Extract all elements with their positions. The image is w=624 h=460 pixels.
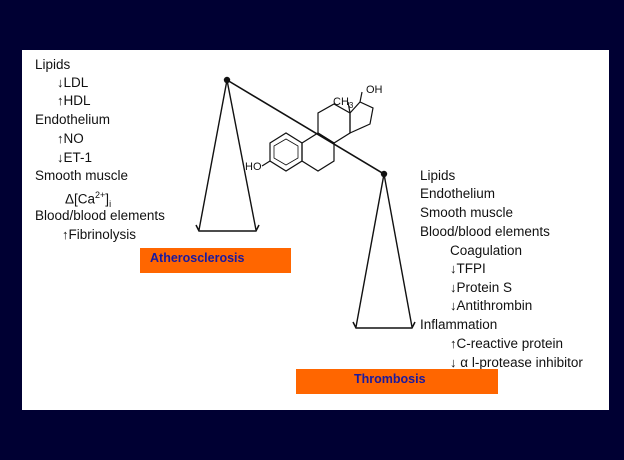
left-pan-tray — [195, 224, 260, 232]
right-protein-s: ↓Protein S — [450, 280, 513, 295]
up-arrow-icon: ↑ — [62, 227, 69, 242]
down-arrow-icon: ↓ — [57, 150, 64, 165]
down-arrow-icon: ↓ — [450, 298, 457, 313]
methyl-label: CH3 — [333, 96, 354, 111]
right-tfpi: ↓TFPI — [450, 261, 486, 276]
balance-beam — [226, 79, 385, 175]
right-pan-tray — [352, 321, 416, 329]
up-arrow-icon: ↑ — [450, 336, 457, 351]
right-lipids: Lipids — [420, 168, 456, 183]
atherosclerosis-label[interactable]: Atherosclerosis — [140, 248, 291, 273]
down-arrow-icon: ↓ — [450, 355, 457, 370]
ho-label: HO — [245, 161, 262, 173]
up-arrow-icon: ↑ — [57, 131, 64, 146]
estradiol-structure — [261, 91, 374, 172]
content-panel — [22, 50, 609, 410]
thrombosis-label[interactable]: Thrombosis — [296, 369, 498, 394]
left-fibrinolysis: ↑Fibrinolysis — [62, 227, 137, 242]
left-smooth-muscle: Smooth muscle — [35, 168, 129, 183]
left-blood: Blood/blood elements — [35, 208, 165, 223]
right-inflammation: Inflammation — [420, 317, 498, 332]
left-hdl: ↑HDL — [57, 93, 91, 108]
right-coagulation: Coagulation — [450, 243, 523, 258]
right-crp: ↑C-reactive protein — [450, 336, 564, 351]
left-et1: ↓ET-1 — [57, 150, 93, 165]
up-arrow-icon: ↑ — [57, 93, 64, 108]
right-smooth-muscle: Smooth muscle — [420, 205, 514, 220]
left-lipids: Lipids — [35, 57, 71, 72]
right-endothelium: Endothelium — [420, 186, 496, 201]
right-antithrombin: ↓Antithrombin — [450, 298, 533, 313]
down-arrow-icon: ↓ — [450, 261, 457, 276]
right-pan-strings — [355, 173, 413, 328]
left-pan-strings — [198, 79, 257, 231]
left-endothelium: Endothelium — [35, 112, 111, 127]
left-no: ↑NO — [57, 131, 84, 146]
left-calcium: Δ[Ca2+]i — [65, 190, 112, 210]
left-ldl: ↓LDL — [57, 75, 89, 90]
right-protease-inhibitor: ↓ α l-protease inhibitor — [450, 355, 583, 370]
down-arrow-icon: ↓ — [57, 75, 64, 90]
right-blood: Blood/blood elements — [420, 224, 550, 239]
down-arrow-icon: ↓ — [450, 280, 457, 295]
oh-label: OH — [366, 84, 383, 96]
